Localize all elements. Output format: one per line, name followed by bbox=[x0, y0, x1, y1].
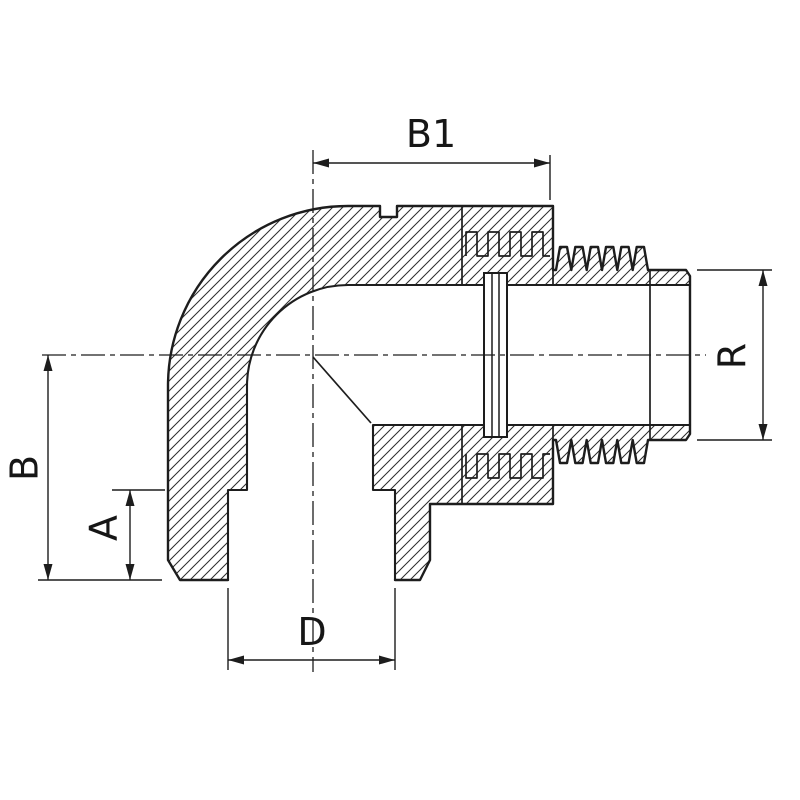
arrow-right-icon bbox=[379, 655, 395, 665]
fitting-outer-outline bbox=[166, 204, 692, 582]
dimension-a: A bbox=[82, 489, 165, 580]
dimension-d-label: D bbox=[297, 610, 326, 654]
arrow-up-icon bbox=[43, 355, 53, 371]
arrow-up-icon bbox=[125, 490, 135, 506]
dimension-b1: B1 bbox=[313, 112, 551, 200]
dimension-b1-label: B1 bbox=[406, 112, 456, 156]
nut-serration-top bbox=[465, 231, 550, 257]
dimension-r-label: R bbox=[711, 343, 755, 369]
arrow-down-icon bbox=[758, 424, 768, 440]
bore-intersection-seam bbox=[312, 356, 372, 424]
arrow-down-icon bbox=[43, 564, 53, 580]
arrow-down-icon bbox=[125, 564, 135, 580]
arrow-left-icon bbox=[313, 158, 329, 168]
bore-upper-edge bbox=[226, 283, 692, 582]
arrow-left-icon bbox=[228, 655, 244, 665]
bore-lower-edge bbox=[371, 423, 692, 582]
dimension-d: D bbox=[227, 588, 396, 670]
dimension-a-label: A bbox=[82, 515, 126, 541]
nut-serration-bottom bbox=[465, 453, 550, 479]
arrow-up-icon bbox=[758, 270, 768, 286]
dimension-r: R bbox=[697, 269, 772, 441]
arrow-right-icon bbox=[534, 158, 550, 168]
dimension-b-label: B bbox=[3, 455, 47, 481]
dimension-b: B bbox=[3, 355, 162, 581]
